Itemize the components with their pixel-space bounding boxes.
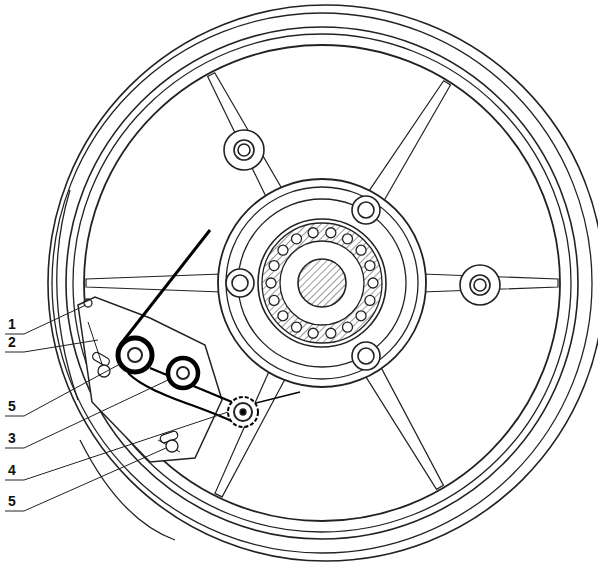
callout-number: 2 — [8, 334, 16, 350]
bearing-ball — [365, 261, 375, 271]
bearing-ball — [326, 328, 336, 338]
bearing-ball — [266, 278, 276, 288]
wheel-spoke — [215, 369, 286, 497]
bearing-ball — [326, 228, 336, 238]
bearing-ball — [343, 322, 353, 332]
bearing-ball — [343, 234, 353, 244]
bearing-ball — [368, 278, 378, 288]
wheel-spoke — [208, 73, 283, 199]
callout-number: 3 — [8, 430, 16, 446]
bearing-ball — [269, 295, 279, 305]
bearing-ball — [308, 328, 318, 338]
bearing-ball — [278, 311, 288, 321]
callout-number: 5 — [8, 398, 16, 414]
bearing-ball — [356, 311, 366, 321]
bearing-ball — [365, 295, 375, 305]
bearing-ball — [278, 245, 288, 255]
callout-number: 5 — [8, 493, 16, 509]
wheel-spoke — [86, 274, 222, 292]
wheel-spoke — [367, 81, 450, 203]
callout-number: 1 — [8, 316, 16, 332]
bearing-ball — [356, 245, 366, 255]
wheel-spoke — [364, 365, 443, 489]
callout-number: 4 — [8, 462, 16, 478]
bearing-ball — [308, 228, 318, 238]
bearing-ball — [269, 261, 279, 271]
bearing-ball — [292, 322, 302, 332]
bearing-ball — [292, 234, 302, 244]
